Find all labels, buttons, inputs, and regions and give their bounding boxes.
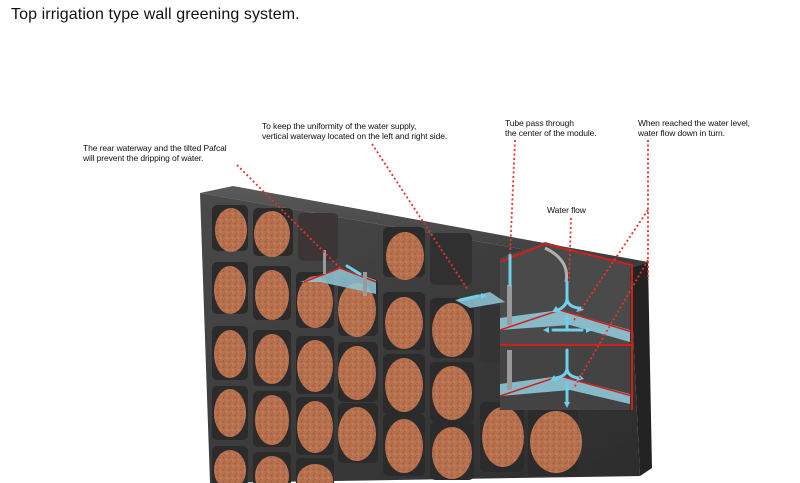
water-flow-arrows — [345, 253, 584, 404]
water-tray-upper — [500, 310, 630, 342]
row-5 — [212, 446, 334, 483]
row-1 — [212, 205, 472, 285]
cell-grid — [212, 205, 582, 483]
leader-water-flow — [568, 217, 572, 283]
label-water-flow: Water flow — [547, 205, 586, 215]
tube — [544, 246, 569, 283]
row-2 — [212, 262, 502, 363]
row-4 — [212, 386, 582, 480]
leader-lines — [236, 139, 649, 389]
water-tray-lower — [500, 376, 630, 404]
leader-water-level-3 — [573, 259, 649, 389]
wall-side — [630, 262, 652, 476]
section-outline — [499, 242, 633, 345]
label-tube-pass: Tube pass through the center of the modu… — [505, 118, 597, 138]
leader-tube-pass — [509, 139, 516, 256]
label-water-level: When reached the water level, water flow… — [638, 118, 750, 138]
label-uniformity: To keep the uniformity of the water supp… — [262, 121, 448, 141]
leader-uniformity — [371, 143, 469, 291]
row-3 — [212, 326, 474, 422]
leader-rear-waterway — [236, 164, 341, 269]
page-title: Top irrigation type wall greening system… — [11, 6, 300, 23]
label-rear-waterway: The rear waterway and the tilted Pafcal … — [83, 143, 227, 163]
